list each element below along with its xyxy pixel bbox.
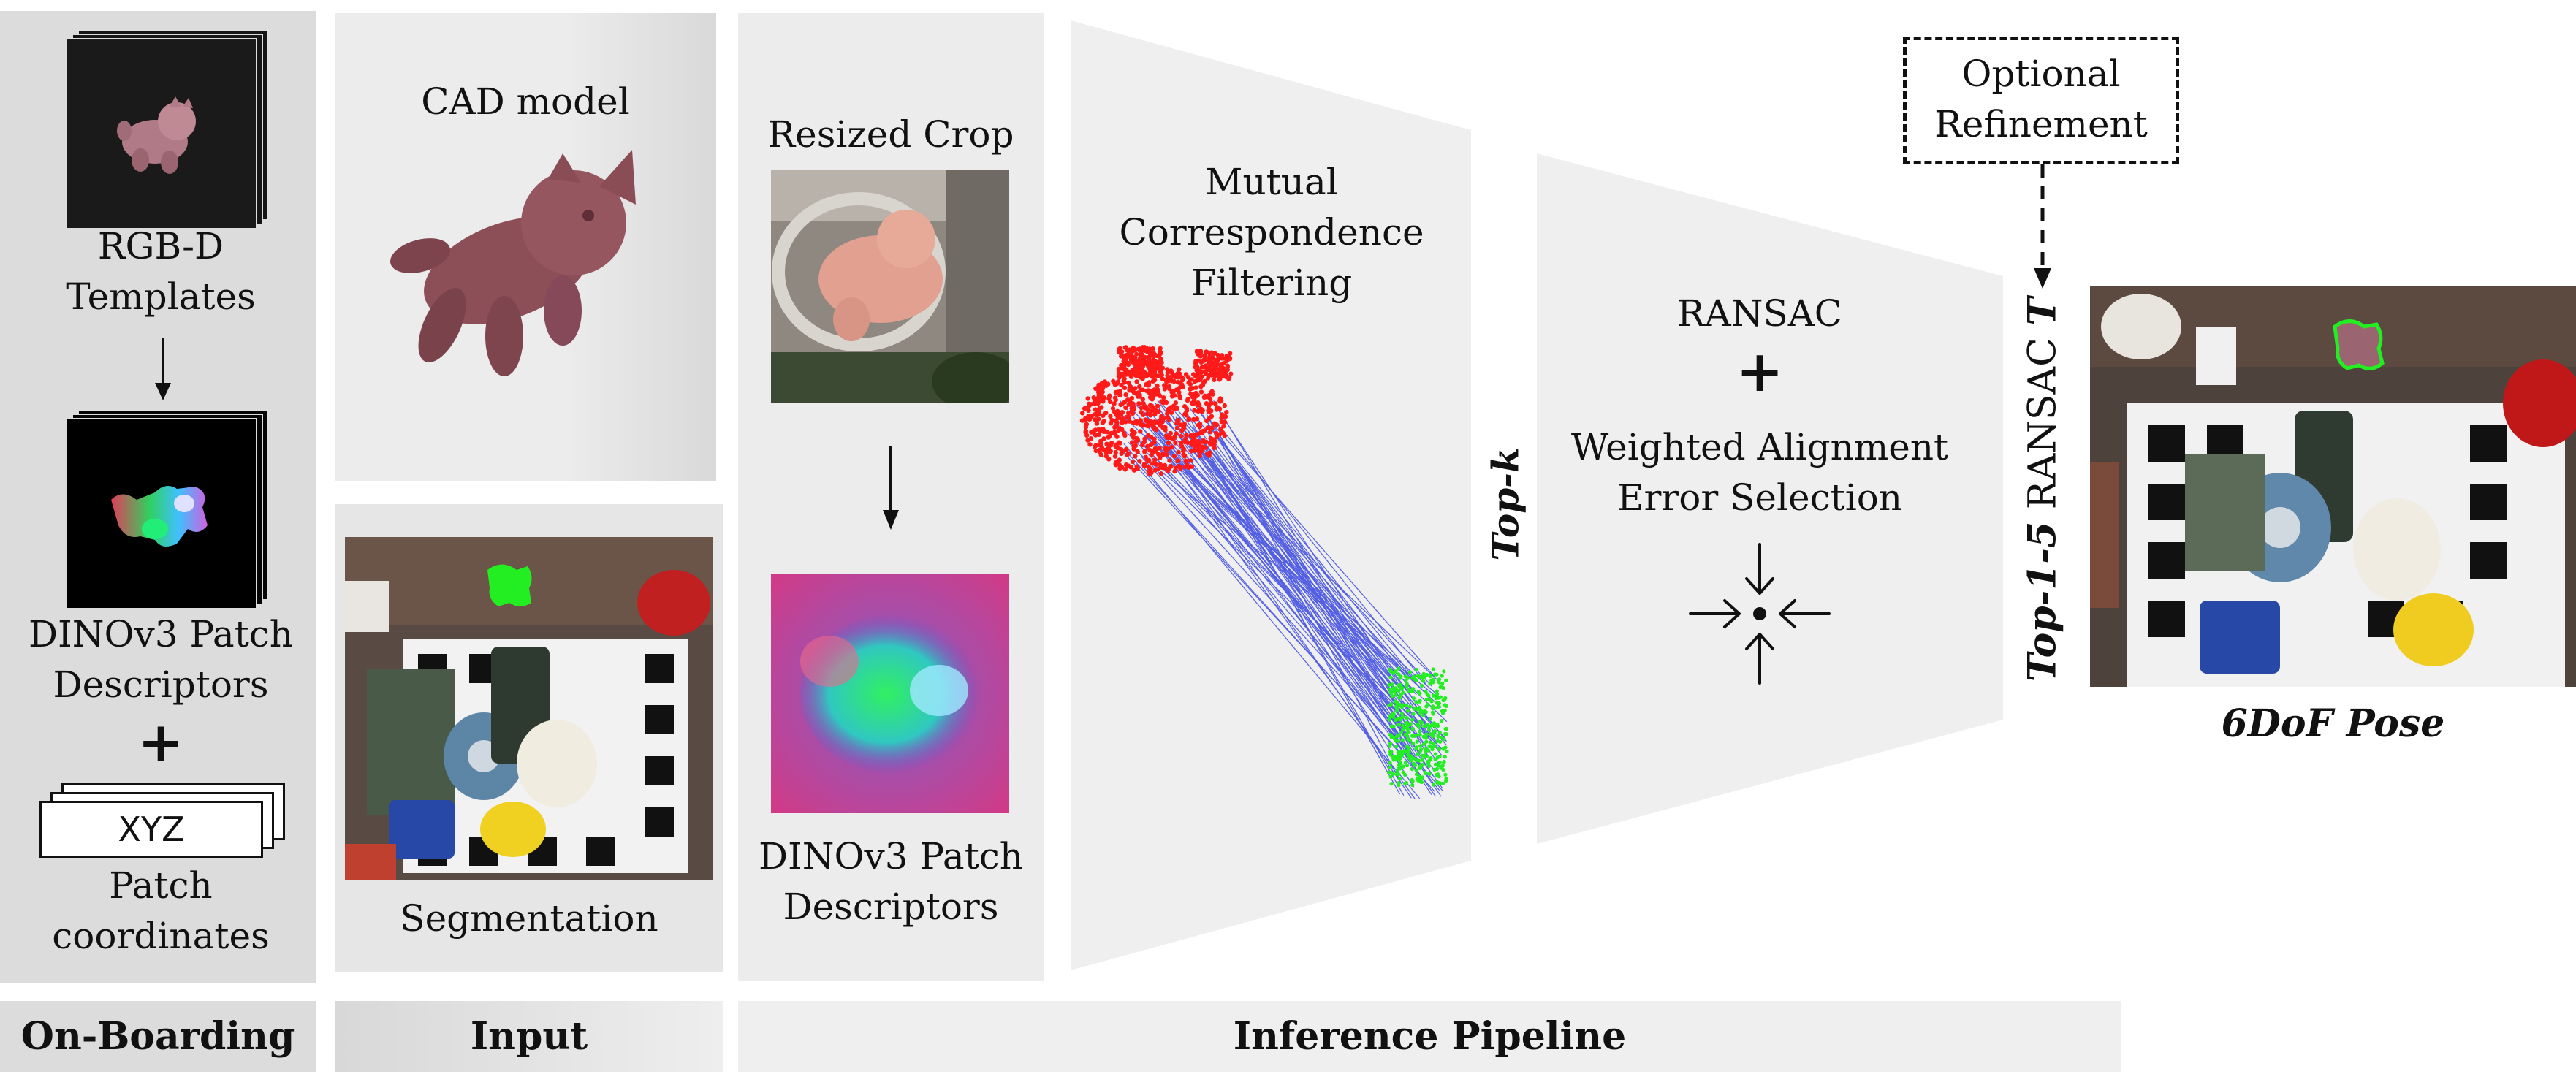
dino-template-stack <box>66 409 270 609</box>
correspondence-visualization <box>1074 332 1469 829</box>
xyz-label: XYZ <box>118 810 185 849</box>
footer-input: Input <box>335 1001 723 1072</box>
dino-template-image <box>66 418 257 609</box>
crop-down-arrow <box>880 446 902 533</box>
ransac-plus: + <box>1736 338 1784 405</box>
refinement-dashed-arrow <box>2030 164 2055 292</box>
converge-arrows-icon <box>1687 541 1833 687</box>
resized-crop-label: Resized Crop <box>767 113 1014 156</box>
ransac-trapezoid <box>1537 153 2005 848</box>
rgbd-templates-label: RGB-D Templates <box>66 225 256 318</box>
dino-descriptors-label: DINOv3 Patch Descriptors <box>28 613 294 706</box>
footer-inference: Inference Pipeline <box>738 1001 2121 1072</box>
topk-label: Top-k <box>1483 447 1527 561</box>
optional-refinement-label: Optional Refinement <box>1934 53 2148 145</box>
patch-coordinates-label: Patch coordinates <box>52 864 270 957</box>
weighted-alignment-label: Weighted Alignment Error Selection <box>1570 426 1949 519</box>
onboarding-plus: + <box>137 709 184 774</box>
onboarding-down-arrow <box>152 338 174 403</box>
segmentation-label: Segmentation <box>400 897 658 940</box>
ransac-label: RANSAC <box>1676 292 1843 335</box>
optional-refinement-box <box>1903 37 2179 164</box>
mutual-correspondence-label: Mutual Correspondence Filtering <box>1119 161 1424 304</box>
xyz-stack: XYZ <box>39 783 295 864</box>
rgbd-template-stack <box>66 29 270 229</box>
pose-label: 6DoF Pose <box>2221 701 2445 746</box>
segmentation-image <box>345 537 713 880</box>
resized-crop-image <box>771 170 1009 403</box>
source-point-cloud <box>1079 345 1234 476</box>
cad-model-render <box>380 135 672 398</box>
footer-onboarding: On-Boarding <box>0 1001 316 1072</box>
pose-result-image <box>2090 286 2576 687</box>
crop-dino-descriptors-label: DINOv3 Patch Descriptors <box>758 835 1024 928</box>
rgbd-template-image <box>66 38 257 229</box>
top15-ransac-label: Top-1-5 RANSAC T <box>2020 297 2065 682</box>
xyz-box: XYZ <box>39 801 263 858</box>
cad-model-label: CAD model <box>421 80 630 123</box>
target-point-cloud <box>1386 666 1449 788</box>
crop-dino-descriptor-image <box>771 574 1009 813</box>
